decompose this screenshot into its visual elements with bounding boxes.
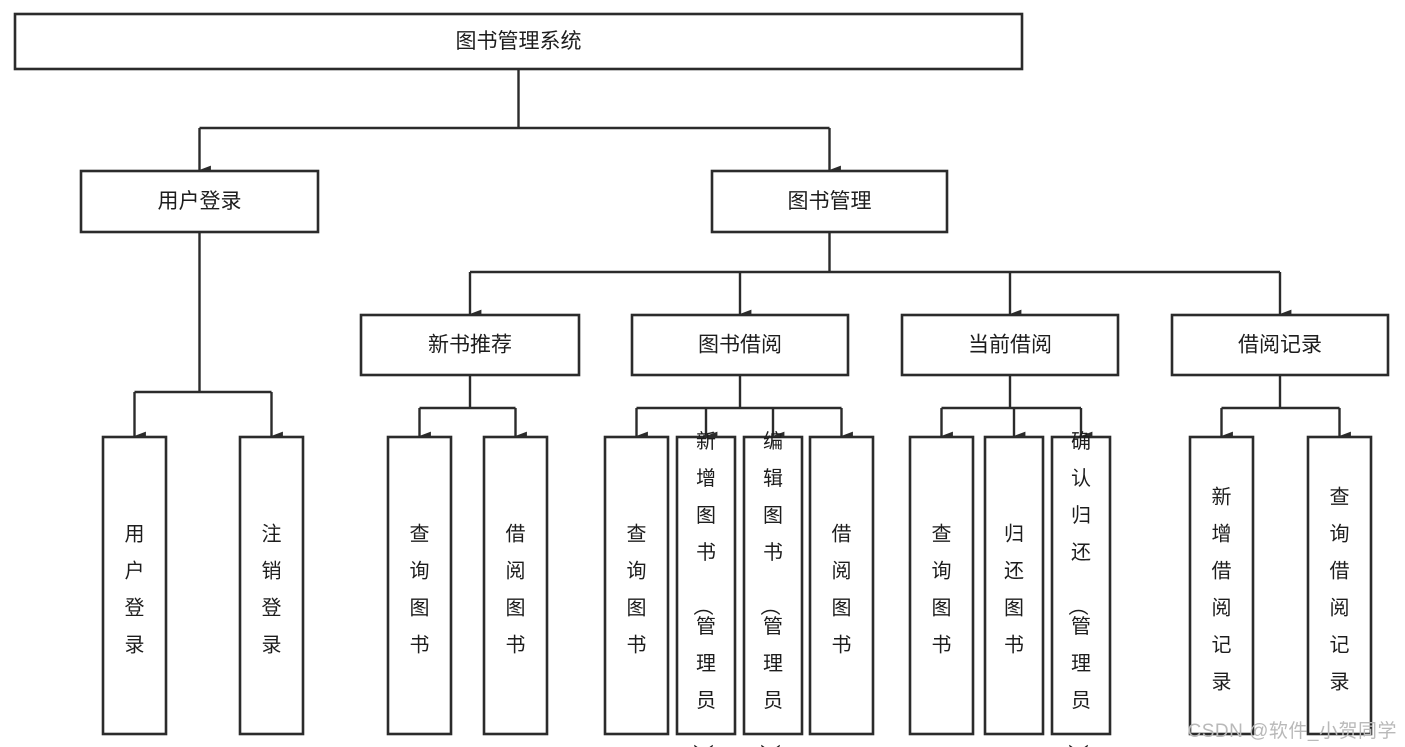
node-label-leaf-user-login: 用户登录 xyxy=(125,523,145,656)
node-label-confirm-return: 确认归还（管理员） xyxy=(1066,430,1091,747)
node-book-borrow[interactable]: 图书借阅 xyxy=(630,313,850,377)
node-label-leaf-logout: 注销登录 xyxy=(262,522,282,656)
node-add-book[interactable]: 新增图书（管理员） xyxy=(675,430,737,747)
node-box-return-book[interactable] xyxy=(983,435,1045,736)
node-book-manage[interactable]: 图书管理 xyxy=(710,169,949,234)
node-confirm-return[interactable]: 确认归还（管理员） xyxy=(1050,430,1112,747)
node-q-book-2[interactable]: 查询图书 xyxy=(603,435,670,736)
node-label-new-book-rec: 新书推荐 xyxy=(428,334,512,357)
node-leaf-user-login[interactable]: 用户登录 xyxy=(101,435,168,736)
node-label-add-book: 新增图书（管理员） xyxy=(691,430,716,747)
node-box-b-book-2[interactable] xyxy=(808,435,875,736)
node-return-book[interactable]: 归还图书 xyxy=(983,435,1045,736)
node-label-b-book-1: 借阅图书 xyxy=(506,522,526,656)
node-q-book-3[interactable]: 查询图书 xyxy=(908,435,975,736)
node-label-borrow-record: 借阅记录 xyxy=(1238,334,1322,357)
node-label-q-book-3: 查询图书 xyxy=(932,522,952,656)
node-b-book-1[interactable]: 借阅图书 xyxy=(482,435,549,736)
node-box-confirm-return[interactable] xyxy=(1050,435,1112,736)
node-current-borrow[interactable]: 当前借阅 xyxy=(900,313,1120,377)
node-box-leaf-logout[interactable] xyxy=(238,435,305,736)
node-label-edit-book: 编辑图书（管理员） xyxy=(758,430,783,747)
node-add-record[interactable]: 新增借阅记录 xyxy=(1188,435,1255,736)
node-user-login[interactable]: 用户登录 xyxy=(79,169,320,234)
node-box-q-book-1[interactable] xyxy=(386,435,453,736)
node-label-book-manage: 图书管理 xyxy=(788,190,872,213)
node-label-return-book: 归还图书 xyxy=(1004,522,1024,656)
node-boxes: 图书管理系统用户登录图书管理新书推荐图书借阅当前借阅借阅记录用户登录注销登录查询… xyxy=(13,12,1390,747)
node-box-q-book-3[interactable] xyxy=(908,435,975,736)
node-label-user-login: 用户登录 xyxy=(158,190,242,213)
node-box-query-record[interactable] xyxy=(1306,435,1373,736)
node-leaf-logout[interactable]: 注销登录 xyxy=(238,435,305,736)
node-edit-book[interactable]: 编辑图书（管理员） xyxy=(742,430,804,747)
node-label-add-record: 新增借阅记录 xyxy=(1212,485,1232,693)
node-box-book-borrow[interactable] xyxy=(630,313,850,377)
node-label-q-book-2: 查询图书 xyxy=(627,522,647,656)
node-box-user-login[interactable] xyxy=(79,169,320,234)
node-label-query-record: 查询借阅记录 xyxy=(1330,485,1350,693)
node-borrow-record[interactable]: 借阅记录 xyxy=(1170,313,1390,377)
node-box-add-record[interactable] xyxy=(1188,435,1255,736)
node-b-book-2[interactable]: 借阅图书 xyxy=(808,435,875,736)
node-box-q-book-2[interactable] xyxy=(603,435,670,736)
node-box-borrow-record[interactable] xyxy=(1170,313,1390,377)
node-label-b-book-2: 借阅图书 xyxy=(832,522,852,656)
node-label-book-borrow: 图书借阅 xyxy=(698,334,782,357)
node-box-book-manage[interactable] xyxy=(710,169,949,234)
node-label-current-borrow: 当前借阅 xyxy=(968,334,1052,357)
node-box-edit-book[interactable] xyxy=(742,435,804,736)
node-new-book-rec[interactable]: 新书推荐 xyxy=(359,313,581,377)
node-label-q-book-1: 查询图书 xyxy=(410,522,430,656)
node-box-leaf-user-login[interactable] xyxy=(101,435,168,736)
node-box-current-borrow[interactable] xyxy=(900,313,1120,377)
node-label-root: 图书管理系统 xyxy=(456,30,582,53)
node-box-new-book-rec[interactable] xyxy=(359,313,581,377)
connector-lines xyxy=(133,69,1351,441)
node-root[interactable]: 图书管理系统 xyxy=(13,12,1024,71)
node-query-record[interactable]: 查询借阅记录 xyxy=(1306,435,1373,736)
node-box-root[interactable] xyxy=(13,12,1024,71)
node-q-book-1[interactable]: 查询图书 xyxy=(386,435,453,736)
node-box-b-book-1[interactable] xyxy=(482,435,549,736)
node-box-add-book[interactable] xyxy=(675,435,737,736)
